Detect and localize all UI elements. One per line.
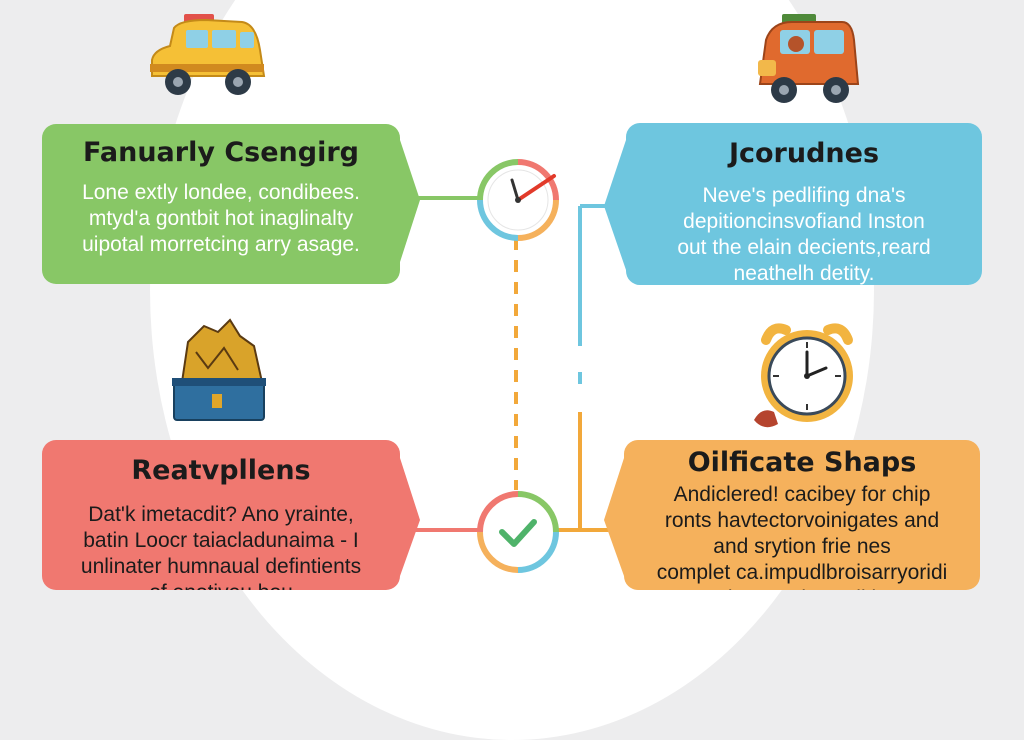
card-title: Fanuarly Csengirg <box>83 137 359 168</box>
taxi-icon <box>150 14 266 95</box>
card-top-left: Fanuarly Csengirg Lone extly londee, con… <box>42 124 400 284</box>
card-top-right: Jcorudnes Neve's pedlifing dna's depitio… <box>626 123 982 285</box>
card-bottom-right: Oilficate Shaps Andiclered! cacibey for … <box>624 440 980 590</box>
card-body: Neve's pedlifing dna's depitioncinsvofia… <box>677 184 931 285</box>
delivery-truck-icon <box>758 14 860 103</box>
connector-lines <box>400 140 626 576</box>
alarm-clock-icon <box>754 323 853 428</box>
card-body: Andiclered! cacibey for chip ronts havte… <box>656 483 948 590</box>
treasure-chest-icon <box>172 318 266 421</box>
check-clock-icon <box>477 491 559 573</box>
clock-icon <box>477 159 559 241</box>
card-title: Reatvpllens <box>131 455 311 486</box>
card-body: Dat'k imetacdit? Ano yrainte, batin Looc… <box>80 503 362 590</box>
card-body: Lone extly londee, condibees. mtyd'a gon… <box>82 181 360 256</box>
card-title: Oilficate Shaps <box>687 447 917 478</box>
card-bottom-left: Reatvpllens Dat'k imetacdit? Ano yrainte… <box>42 440 400 590</box>
card-title: Jcorudnes <box>728 138 880 169</box>
